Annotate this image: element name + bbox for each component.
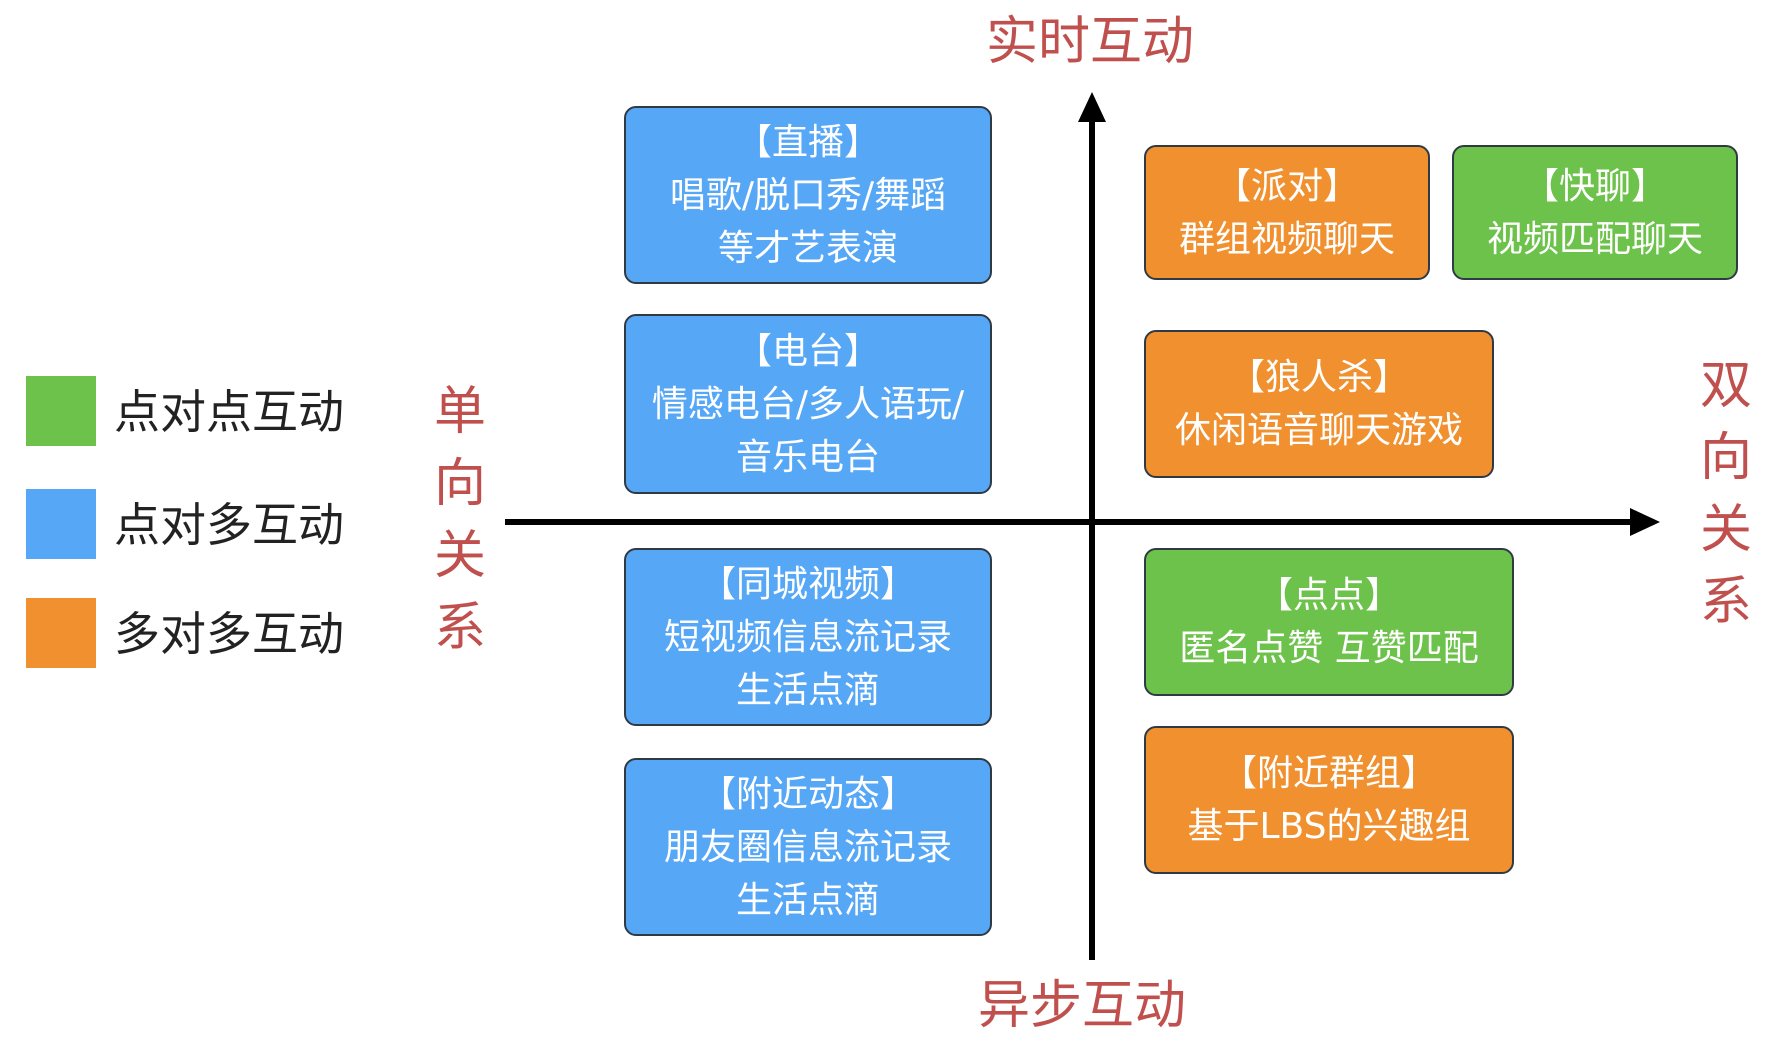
box-party: 【派对】 群组视频聊天 [1144, 145, 1430, 280]
axis-label-char: 向 [1699, 428, 1752, 488]
box-line: 视频匹配聊天 [1486, 218, 1703, 260]
legend-swatch-green [26, 376, 96, 446]
box-line: 生活点滴 [735, 669, 880, 711]
box-live: 【直播】 唱歌/脱口秀/舞蹈 等才艺表演 [624, 106, 992, 284]
axis-label-char: 系 [1699, 572, 1752, 632]
axis-label-top: 实时互动 [986, 12, 1195, 72]
box-city-video: 【同城视频】 短视频信息流记录 生活点滴 [624, 548, 992, 726]
legend-swatch-orange [26, 598, 96, 668]
axis-label-char: 双 [1699, 356, 1752, 416]
box-title: 【电台】 [735, 330, 880, 372]
box-line: 朋友圈信息流记录 [663, 826, 952, 868]
axis-label-char: 单 [433, 382, 486, 442]
box-title: 【附近动态】 [699, 773, 916, 815]
box-line: 群组视频聊天 [1178, 218, 1395, 260]
box-title: 【派对】 [1214, 165, 1359, 207]
box-radio: 【电台】 情感电台/多人语玩/ 音乐电台 [624, 314, 992, 494]
axis-label-bottom: 异步互动 [978, 976, 1187, 1036]
vertical-axis-arrowhead [1078, 92, 1106, 122]
legend-label: 点对多互动 [114, 498, 344, 552]
box-line: 唱歌/脱口秀/舞蹈 [669, 174, 947, 216]
box-werewolf: 【狼人杀】 休闲语音聊天游戏 [1144, 330, 1494, 478]
box-quick-chat: 【快聊】 视频匹配聊天 [1452, 145, 1738, 280]
horizontal-axis-arrowhead [1630, 508, 1660, 536]
box-nearby-groups: 【附近群组】 基于LBS的兴趣组 [1144, 726, 1514, 874]
box-dots: 【点点】 匿名点赞 互赞匹配 [1144, 548, 1514, 696]
box-line: 等才艺表演 [717, 227, 898, 269]
box-title: 【快聊】 [1522, 165, 1667, 207]
axis-label-char: 系 [433, 598, 486, 658]
axis-label-char: 向 [433, 454, 486, 514]
box-title: 【同城视频】 [699, 563, 916, 605]
box-line: 音乐电台 [735, 436, 880, 478]
box-line: 生活点滴 [735, 879, 880, 921]
legend-label: 点对点互动 [114, 385, 344, 439]
box-title: 【直播】 [735, 121, 880, 163]
box-line: 休闲语音聊天游戏 [1174, 410, 1463, 451]
box-line: 情感电台/多人语玩/ [651, 383, 965, 425]
box-nearby-moments: 【附近动态】 朋友圈信息流记录 生活点滴 [624, 758, 992, 936]
box-line: 匿名点赞 互赞匹配 [1179, 628, 1479, 669]
axis-label-char: 关 [1699, 500, 1752, 560]
box-title: 【附近群组】 [1220, 753, 1437, 794]
box-line: 基于LBS的兴趣组 [1187, 806, 1471, 847]
box-title: 【狼人杀】 [1228, 357, 1409, 398]
axis-label-char: 关 [433, 526, 486, 586]
axis-label-left: 单向关系 [430, 376, 490, 664]
axis-label-right: 双向关系 [1696, 350, 1756, 638]
legend-label: 多对多互动 [114, 607, 344, 661]
box-line: 短视频信息流记录 [663, 616, 952, 658]
legend-swatch-blue [26, 489, 96, 559]
box-title: 【点点】 [1256, 575, 1401, 616]
